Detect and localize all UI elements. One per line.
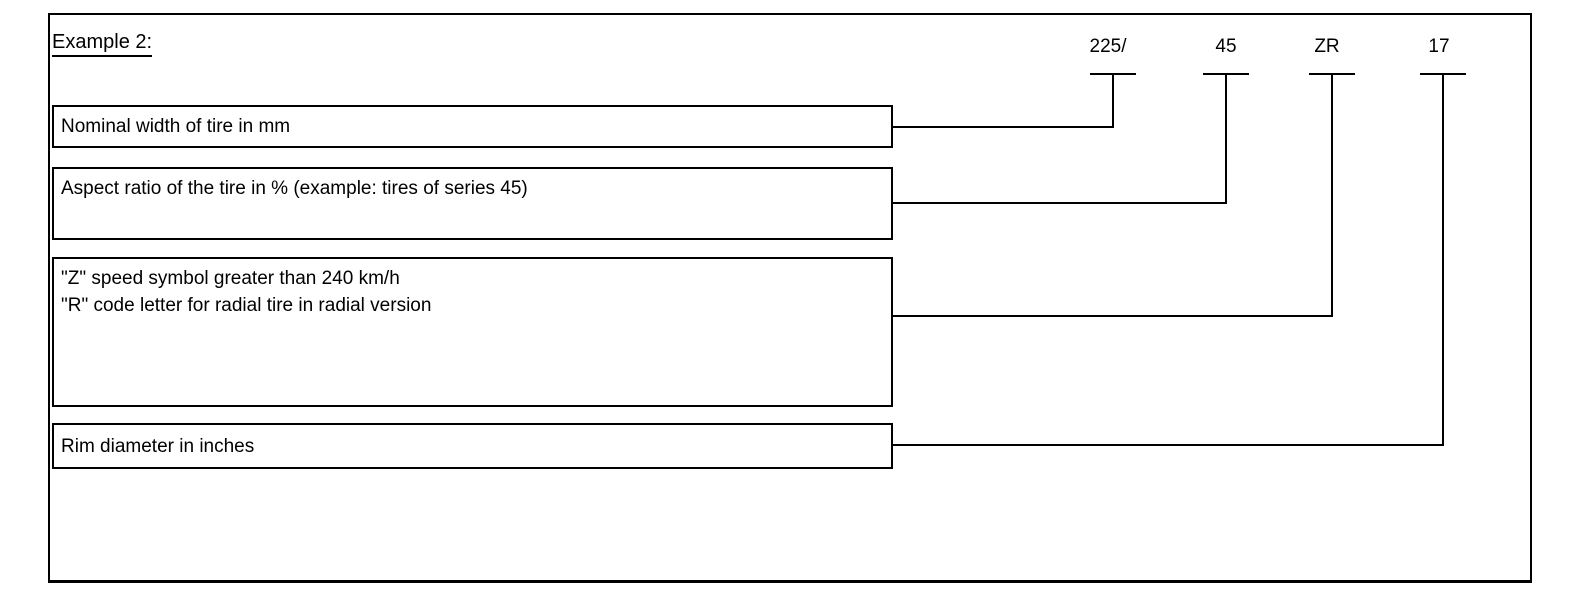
code-value-speed-radial: ZR bbox=[1314, 36, 1340, 57]
description-box-speed-radial: "Z" speed symbol greater than 240 km/h "… bbox=[52, 257, 893, 407]
connector-rim-diameter bbox=[891, 444, 1444, 446]
connector-aspect-ratio bbox=[891, 202, 1227, 204]
description-box-nominal-width: Nominal width of tire in mm bbox=[52, 105, 893, 148]
code-value-nominal-width: 225/ bbox=[1089, 36, 1127, 57]
stem-speed-radial bbox=[1331, 73, 1333, 317]
code-value-rim-diameter: 17 bbox=[1428, 36, 1450, 57]
description-text-aspect-ratio: Aspect ratio of the tire in % (example: … bbox=[61, 178, 528, 199]
connector-speed-radial bbox=[891, 315, 1333, 317]
description-box-aspect-ratio: Aspect ratio of the tire in % (example: … bbox=[52, 167, 893, 240]
stem-aspect-ratio bbox=[1225, 73, 1227, 204]
stem-nominal-width bbox=[1112, 73, 1114, 128]
code-value-aspect-ratio: 45 bbox=[1215, 36, 1237, 57]
description-text-nominal-width: Nominal width of tire in mm bbox=[61, 116, 291, 137]
description-text-rim-diameter: Rim diameter in inches bbox=[61, 435, 255, 457]
diagram-title: Example 2: bbox=[52, 30, 153, 57]
stem-rim-diameter bbox=[1442, 73, 1444, 446]
description-box-rim-diameter: Rim diameter in inches bbox=[52, 423, 893, 469]
connector-nominal-width bbox=[891, 126, 1114, 128]
description-text-speed-radial: "Z" speed symbol greater than 240 km/h "… bbox=[61, 268, 432, 316]
